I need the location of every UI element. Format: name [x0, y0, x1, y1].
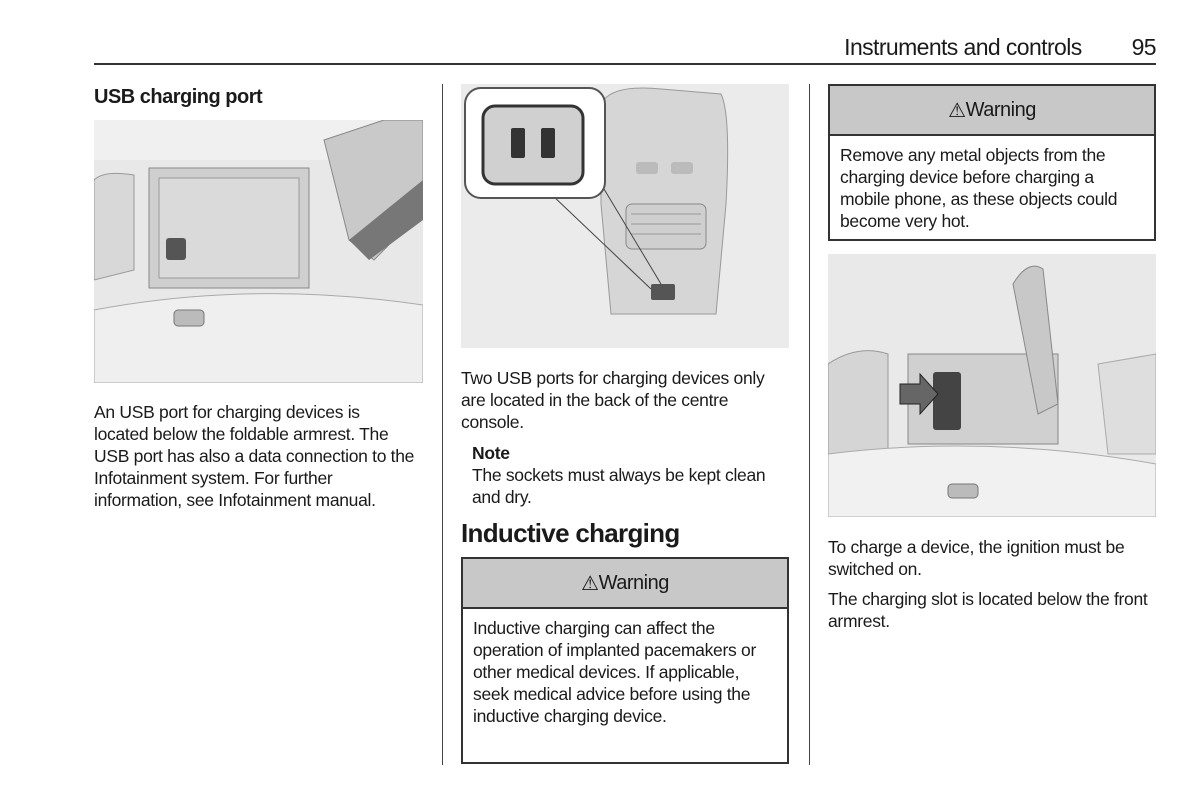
warning-title: Warning [965, 98, 1037, 121]
warning-text: Remove any metal objects from the chargi… [840, 145, 1118, 231]
warning-header: ⚠Warning [463, 559, 787, 609]
note-text: The sockets must always be kept clean an… [472, 465, 766, 507]
warning-box: ⚠Warning Remove any metal objects from t… [828, 84, 1156, 241]
warning-header: ⚠Warning [830, 86, 1154, 136]
header-rule [94, 63, 1156, 65]
section-heading-usb: USB charging port [94, 86, 263, 108]
column-1: USB charging port [94, 86, 424, 109]
column-2-text: Two USB ports for charging devices only … [461, 367, 789, 549]
rear-usb-ports-illustration [461, 84, 789, 348]
body-paragraph: The charging slot is located below the f… [828, 589, 1148, 631]
warning-triangle-icon: ⚠ [581, 572, 599, 595]
usb-port-armrest-illustration [94, 120, 423, 383]
column-1-text: An USB port for charging devices is loca… [94, 401, 416, 511]
section-heading-inductive: Inductive charging [461, 518, 680, 548]
body-paragraph: Two USB ports for charging devices only … [461, 368, 765, 432]
note-label: Note [472, 443, 510, 463]
section-title: Instruments and controls [844, 34, 1082, 60]
column-divider [442, 84, 443, 765]
warning-title: Warning [598, 571, 670, 594]
warning-text: Inductive charging can affect the operat… [473, 618, 756, 726]
column-3-text: To charge a device, the ignition must be… [828, 536, 1158, 632]
body-paragraph: An USB port for charging devices is loca… [94, 402, 415, 510]
column-divider [809, 84, 810, 765]
running-header: Instruments and controls 95 [844, 34, 1156, 61]
body-paragraph: To charge a device, the ignition must be… [828, 537, 1125, 579]
warning-triangle-icon: ⚠ [948, 99, 966, 122]
page-number: 95 [1131, 34, 1157, 60]
warning-box: ⚠Warning Inductive charging can affect t… [461, 557, 789, 764]
inductive-charging-slot-illustration [828, 254, 1156, 517]
